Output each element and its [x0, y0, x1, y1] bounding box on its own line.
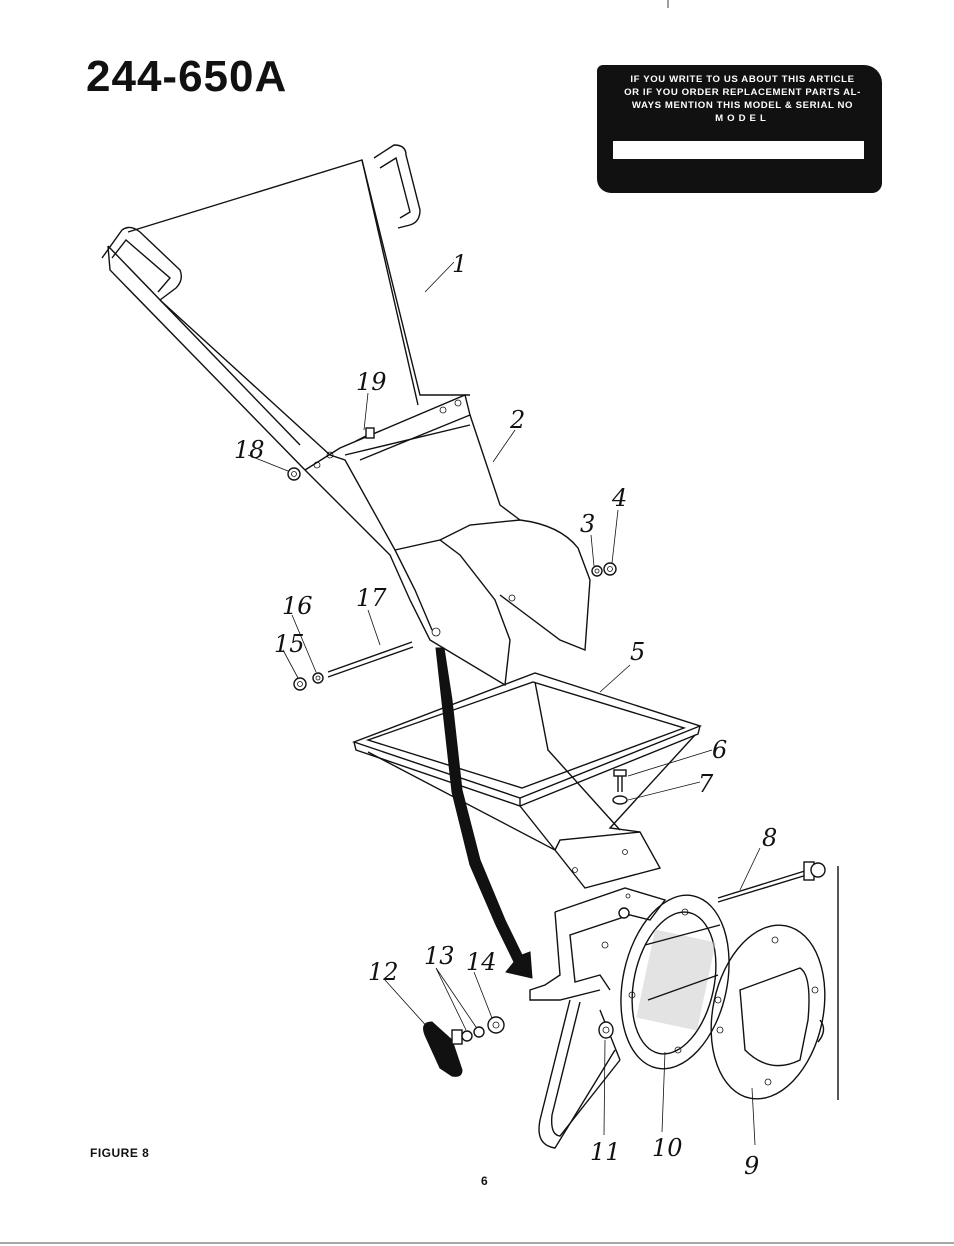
callout-9: 9: [744, 1152, 759, 1180]
callout-4: 4: [611, 484, 627, 512]
part-10-front-flange: [620, 894, 730, 1070]
callout-8: 8: [762, 824, 777, 852]
callout-numbers: 1 2 3 4 5 6 7 8 9 10 11 12 13 14 15 16 1…: [234, 250, 777, 1180]
part-16-washer: [312, 672, 324, 684]
notice-line-2: OR IF YOU ORDER REPLACEMENT PARTS AL-: [624, 87, 861, 98]
notice-line-3: WAYS MENTION THIS MODEL & SERIAL NO: [631, 100, 854, 111]
callout-14: 14: [466, 948, 497, 976]
notice-line-1: IF YOU WRITE TO US ABOUT THIS ARTICLE: [630, 74, 855, 85]
callout-13: 13: [424, 942, 455, 970]
callout-2: 2: [509, 406, 525, 434]
callout-7: 7: [698, 770, 714, 798]
leader-lines: [247, 261, 761, 1146]
part-17-threaded-rod: [327, 641, 414, 678]
callout-19: 19: [356, 368, 387, 396]
part-18-nut: [287, 467, 301, 481]
figure-label: FIGURE 8: [90, 1146, 150, 1160]
callout-1: 1: [452, 250, 467, 278]
part-7-washer: [612, 795, 628, 805]
model-number-title: 244-650A: [86, 52, 288, 101]
part-12-knob: [423, 1021, 463, 1077]
callout-15: 15: [274, 630, 305, 658]
model-serial-field: [613, 141, 864, 159]
part-1-upper-chute: [101, 144, 470, 471]
part-19-bolt: [355, 427, 375, 442]
callout-5: 5: [630, 638, 645, 666]
part-6-bolt: [613, 769, 627, 792]
notice-box: IF YOU WRITE TO US ABOUT THIS ARTICLE OR…: [597, 65, 882, 193]
part-13-washers: [461, 1026, 485, 1042]
part-4-nut: [603, 562, 617, 576]
part-3-washer: [591, 565, 603, 577]
callout-17: 17: [356, 584, 387, 612]
part-8-long-bolt: [717, 861, 826, 903]
page-number: 6: [481, 1174, 488, 1188]
part-2-lower-chute: [304, 394, 591, 687]
part-11-bushing: [598, 1021, 614, 1039]
callout-10: 10: [652, 1134, 683, 1162]
callout-16: 16: [282, 592, 313, 620]
callout-12: 12: [368, 958, 399, 986]
part-9-rear-flange: [710, 866, 839, 1100]
callout-11: 11: [590, 1138, 621, 1166]
callout-18: 18: [234, 436, 265, 464]
part-15-nut: [293, 677, 307, 691]
part-14-washer: [487, 1016, 505, 1034]
callout-3: 3: [580, 510, 595, 538]
chipper-housing: [529, 887, 667, 1149]
assembly-direction-arrow: [435, 647, 533, 979]
notice-model-label: MODEL: [715, 113, 770, 124]
part-5-funnel-hopper: [351, 672, 703, 889]
callout-6: 6: [712, 736, 727, 764]
